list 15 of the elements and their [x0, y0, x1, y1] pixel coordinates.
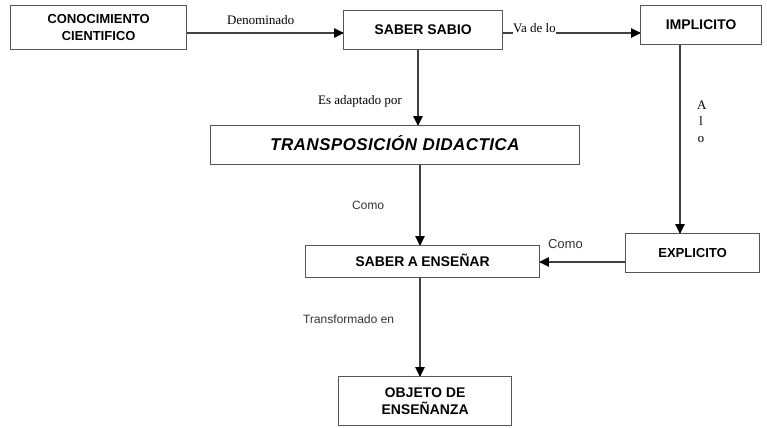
arrow	[415, 165, 425, 246]
arrow	[187, 28, 344, 38]
concept-box: TRANSPOSICIÓN DIDACTICA	[210, 125, 580, 165]
concept-box: SABER SABIO	[343, 10, 503, 50]
arrow	[675, 45, 685, 234]
edge-label: Va de lo	[513, 20, 556, 36]
arrow	[539, 257, 625, 267]
concept-box: SABER A ENSEÑAR	[305, 245, 540, 278]
arrow	[413, 50, 423, 126]
arrow	[415, 278, 425, 377]
concept-box: OBJETO DE ENSEÑANZA	[338, 376, 512, 426]
edge-label: Es adaptado por	[318, 92, 402, 108]
concept-box: IMPLICITO	[640, 5, 762, 45]
concept-box: EXPLICITO	[625, 233, 760, 273]
concept-box: CONOCIMIENTO CIENTIFICO	[10, 5, 187, 50]
